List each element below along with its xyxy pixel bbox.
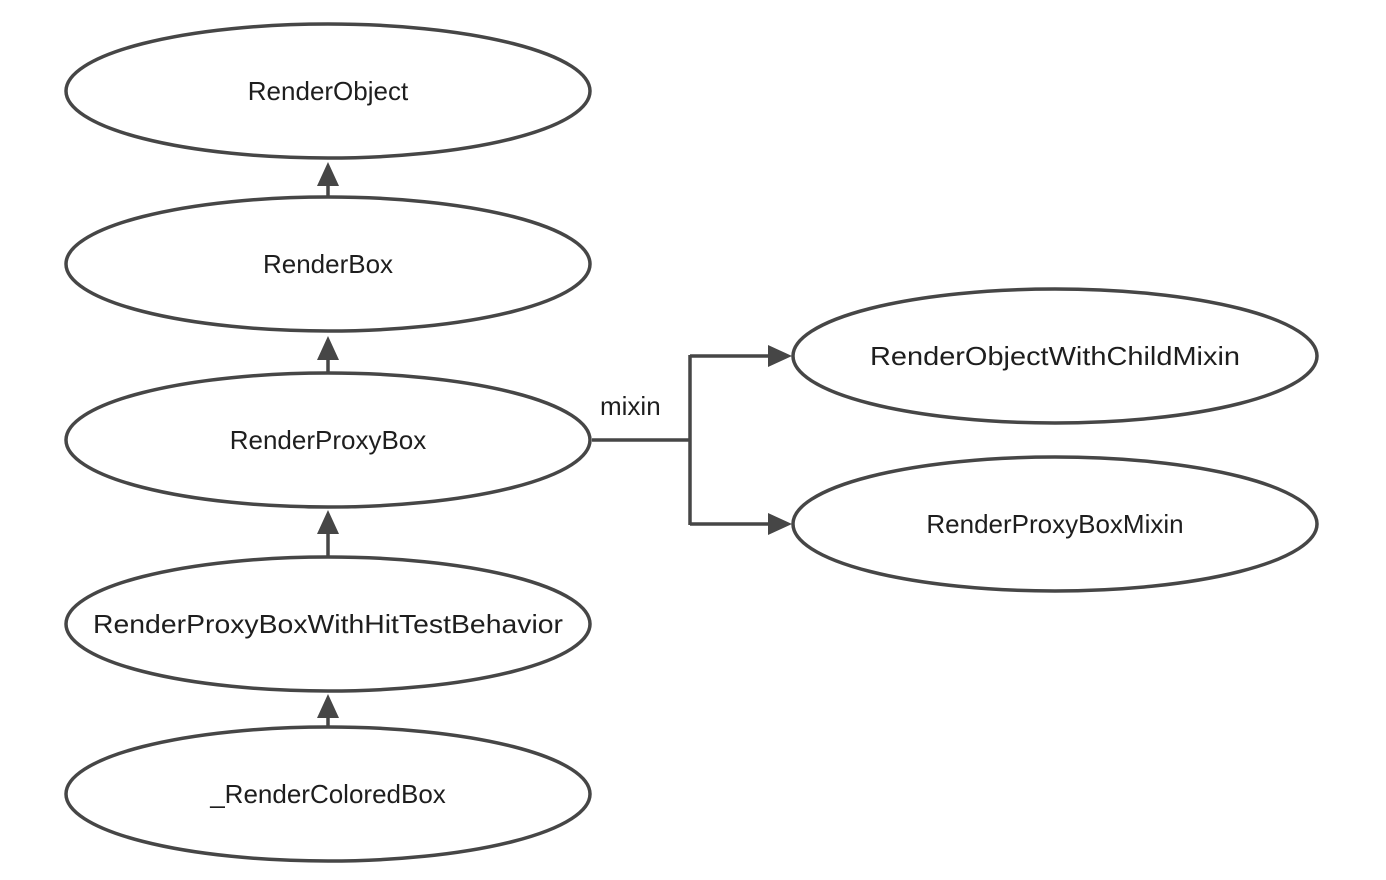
edge-hittest-to-renderproxybox xyxy=(317,510,339,556)
node-render-proxy-box-mixin-label: RenderProxyBoxMixin xyxy=(926,509,1183,539)
node-render-proxy-box-label: RenderProxyBox xyxy=(230,425,427,455)
edge-mixin-connector xyxy=(592,345,792,535)
node-render-object-with-child-mixin-label: RenderObjectWithChildMixin xyxy=(870,341,1240,371)
edge-renderbox-to-renderobject xyxy=(317,162,339,196)
node-render-proxy-box-mixin: RenderProxyBoxMixin xyxy=(791,455,1319,593)
node-render-proxy-box-hit-test: RenderProxyBoxWithHitTestBehavior xyxy=(64,555,592,693)
node-render-colored-box: _RenderColoredBox xyxy=(64,725,592,863)
node-render-object-label: RenderObject xyxy=(248,76,409,106)
node-render-proxy-box: RenderProxyBox xyxy=(64,371,592,509)
node-render-object: RenderObject xyxy=(64,22,592,160)
edge-coloredbox-to-hittest xyxy=(317,694,339,726)
node-render-box-label: RenderBox xyxy=(263,249,393,279)
node-render-proxy-box-hit-test-label: RenderProxyBoxWithHitTestBehavior xyxy=(93,609,563,639)
node-render-box: RenderBox xyxy=(64,195,592,333)
mixin-label: mixin xyxy=(600,391,661,421)
node-render-object-with-child-mixin: RenderObjectWithChildMixin xyxy=(791,287,1319,425)
node-render-colored-box-label: _RenderColoredBox xyxy=(209,779,446,809)
edge-renderproxybox-to-renderbox xyxy=(317,336,339,372)
